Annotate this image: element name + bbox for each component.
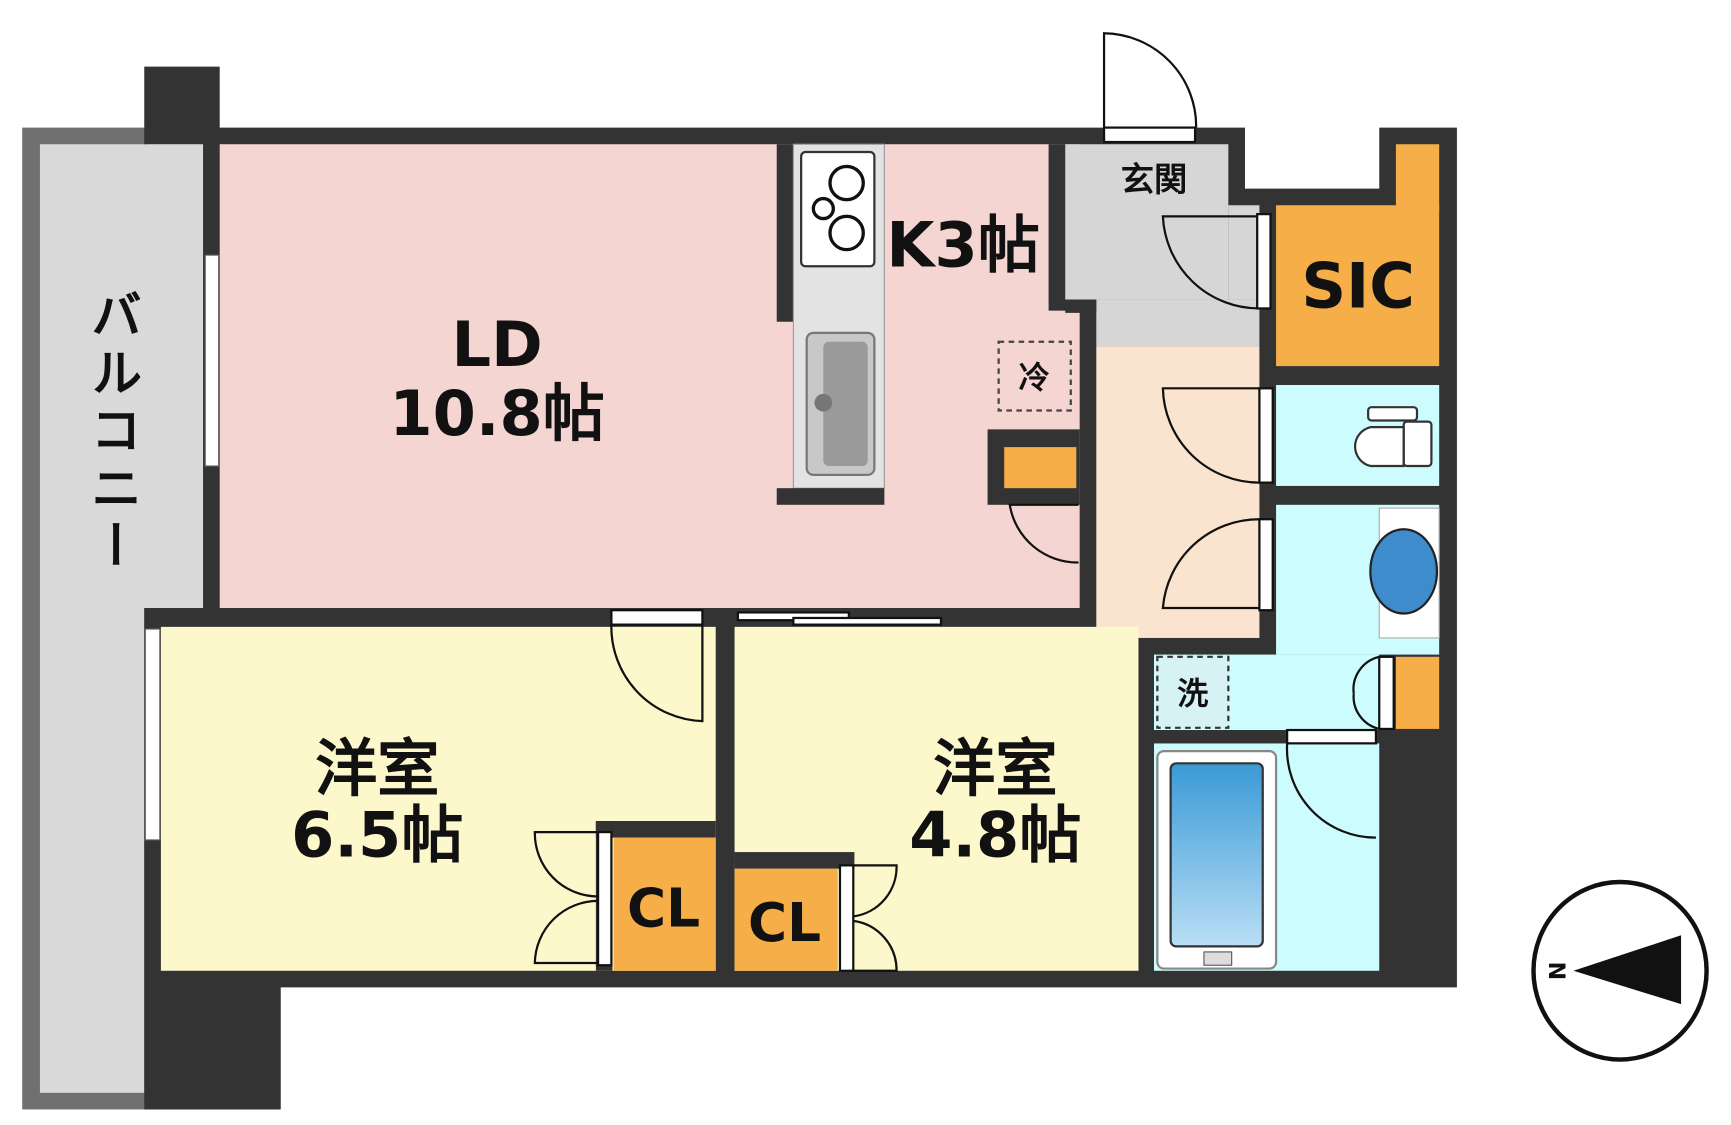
sink-icon <box>805 331 876 476</box>
washroom-door[interactable] <box>1161 518 1260 610</box>
bath-door[interactable] <box>1285 743 1376 839</box>
linen-door[interactable] <box>1352 655 1380 730</box>
washer-space <box>1156 655 1230 729</box>
sic-label: SIC <box>1301 249 1414 322</box>
room1-name: 洋室 <box>315 732 439 805</box>
room1-size: 6.5帖 <box>291 799 463 872</box>
washer-label: 洗 <box>1177 677 1208 713</box>
toilet-icon <box>1354 406 1433 468</box>
western-room-2: 洋室 4.8帖 CL <box>734 611 1139 972</box>
living-dining-room: LD 10.8帖 <box>204 144 1080 608</box>
compass-icon: N <box>1531 879 1709 1062</box>
shoe-in-closet: SIC <box>1276 144 1440 367</box>
closet-2-label: CL <box>748 892 821 954</box>
toilet-room <box>1276 384 1440 486</box>
sliding-door[interactable] <box>736 611 943 626</box>
toilet-door[interactable] <box>1161 387 1260 484</box>
basin-icon <box>1369 528 1439 615</box>
hallway <box>1096 346 1260 638</box>
compass-north-label: N <box>1546 961 1572 980</box>
bathroom <box>1154 728 1380 971</box>
entrance-label: 玄関 <box>1121 160 1188 199</box>
kitchen: K3帖 冷 <box>776 143 1080 564</box>
ld-name: LD <box>452 308 543 381</box>
pantry <box>1004 447 1077 489</box>
room2-name: 洋室 <box>933 732 1057 805</box>
closet-2 <box>734 868 838 971</box>
balcony-label: バルコニー <box>81 288 140 576</box>
washroom: 洗 <box>1154 504 1440 731</box>
western-room-1: 洋室 6.5帖 CL <box>144 609 716 971</box>
window-room1 <box>144 628 161 841</box>
fridge-label: 冷 <box>1019 360 1050 396</box>
front-door[interactable] <box>1102 32 1198 144</box>
bathtub-icon <box>1169 762 1264 948</box>
pantry-door[interactable] <box>1008 503 1079 564</box>
stove-icon <box>800 150 876 268</box>
room1-door[interactable] <box>610 624 704 723</box>
room2-size: 4.8帖 <box>909 799 1081 872</box>
balcony: バルコニー <box>22 127 207 1110</box>
window-ld <box>204 254 220 467</box>
ld-size: 10.8帖 <box>389 377 604 450</box>
kitchen-label: K3帖 <box>886 208 1040 281</box>
closet-1-label: CL <box>627 877 700 939</box>
closet-2-door[interactable] <box>853 864 898 972</box>
closet-1-door[interactable] <box>533 830 599 965</box>
linen-storage <box>1395 656 1440 729</box>
sic-door[interactable] <box>1161 215 1260 310</box>
closet-1 <box>613 837 716 971</box>
entrance: 玄関 <box>1065 32 1272 347</box>
